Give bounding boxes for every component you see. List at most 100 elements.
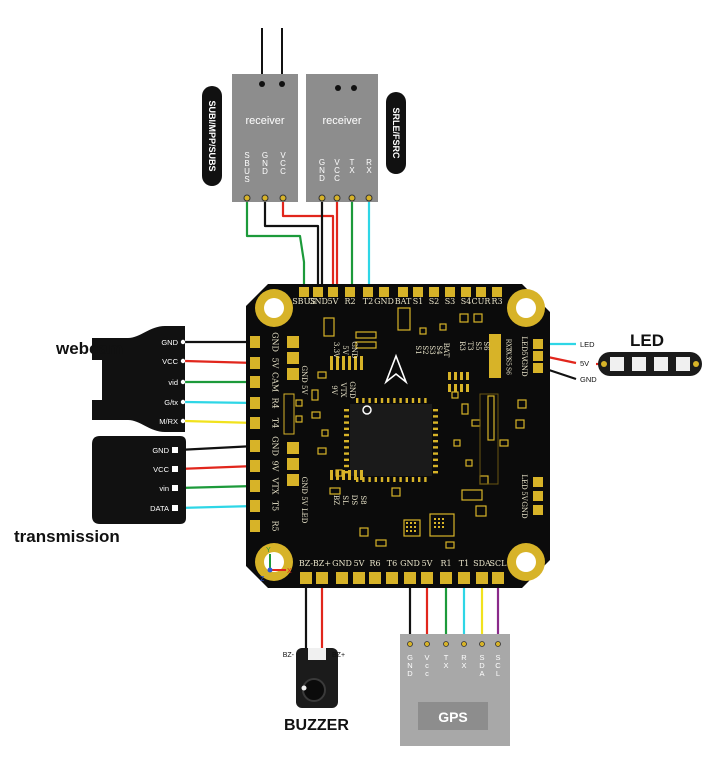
top-pad-label: BAT bbox=[395, 297, 412, 306]
smd-component bbox=[323, 317, 335, 337]
right-lower-pad bbox=[533, 491, 543, 501]
bottom-pad-label: BZ- bbox=[299, 559, 313, 568]
webcam-pin-label: GND bbox=[161, 338, 178, 347]
webcam-label: webcam bbox=[55, 339, 123, 358]
top-pad-label: S3 bbox=[445, 297, 456, 306]
qfn-dot bbox=[442, 522, 444, 524]
right-pad-label: GND bbox=[520, 359, 528, 377]
silk-label: GND bbox=[348, 381, 356, 399]
receiver-left-body bbox=[232, 74, 298, 202]
gps-pin-label-char: c bbox=[425, 669, 429, 678]
qfn-dot bbox=[434, 526, 436, 528]
right-alt-pad-label: S6 bbox=[505, 367, 512, 375]
silk-label: 9V bbox=[330, 385, 338, 395]
receiver-right-pin-label: RX bbox=[366, 158, 372, 175]
receiver-right-pin-label-char: R bbox=[366, 158, 372, 167]
right-pad bbox=[533, 339, 543, 349]
left-pad bbox=[250, 500, 260, 512]
qfn-dot bbox=[406, 530, 408, 532]
left-aux-pad bbox=[287, 474, 299, 486]
webcam-pin bbox=[180, 358, 186, 364]
gps-pin-label-char: G bbox=[407, 653, 413, 662]
left-pad bbox=[250, 440, 260, 452]
silk-label: R3 bbox=[458, 341, 466, 351]
webcam-wire bbox=[184, 400, 256, 405]
right-lower-pad-label: LED bbox=[520, 474, 528, 490]
resistor-pad bbox=[360, 356, 363, 370]
led-pin-label: 5V bbox=[580, 359, 589, 368]
bottom-pad bbox=[492, 572, 504, 584]
bottom-pad bbox=[421, 572, 433, 584]
left-aux-pad bbox=[287, 352, 299, 364]
antenna-dot bbox=[279, 81, 285, 87]
left-pad bbox=[250, 397, 260, 409]
left-pad bbox=[250, 480, 260, 492]
smd-component bbox=[391, 487, 401, 497]
smd-component bbox=[359, 527, 369, 537]
mcu-leg bbox=[433, 433, 438, 437]
transmission-pin-label: vin bbox=[159, 484, 169, 493]
silk-label: S2 bbox=[421, 345, 429, 354]
receiver-left-pin-label-char: U bbox=[244, 167, 250, 176]
webcam-pin bbox=[180, 379, 186, 385]
smd-component bbox=[499, 439, 509, 447]
gps-pin bbox=[407, 641, 413, 647]
top-pad bbox=[445, 287, 455, 297]
top-pad bbox=[398, 287, 408, 297]
resistor-pad bbox=[354, 356, 357, 370]
top-pad-label: R3 bbox=[491, 297, 502, 306]
right-alt-pad-block bbox=[489, 334, 501, 378]
mcu-leg bbox=[344, 440, 349, 443]
smd-component bbox=[473, 313, 483, 323]
top-pad bbox=[345, 287, 355, 297]
qfn-dot bbox=[406, 522, 408, 524]
top-pad-label: 5V bbox=[328, 297, 339, 306]
bottom-pad-label: 5V bbox=[422, 559, 433, 568]
gps-pin-label: RX bbox=[461, 653, 467, 670]
receiver-gnd-wire bbox=[263, 201, 320, 287]
webcam-wire bbox=[184, 359, 256, 365]
mcu-leg bbox=[380, 398, 384, 403]
smd-component bbox=[295, 415, 303, 423]
resistor-pad bbox=[330, 470, 333, 480]
mcu-leg bbox=[344, 471, 349, 474]
webcam-notch bbox=[92, 360, 102, 400]
smd-component bbox=[461, 489, 483, 501]
receiver-right-pin-label-char: D bbox=[319, 174, 325, 183]
buzzer-pin-label: BZ- bbox=[283, 652, 295, 659]
receiver-pin bbox=[318, 194, 326, 202]
right-pad-label: LED bbox=[520, 336, 528, 352]
buzzer-connector bbox=[308, 648, 326, 660]
webcam-pin-label: M/RX bbox=[159, 417, 178, 426]
receiver-pin bbox=[333, 194, 341, 202]
qfn-dot bbox=[438, 526, 440, 528]
protocol-tag-left-text: SUBI/MPP/SUBS bbox=[207, 100, 217, 171]
smd-component bbox=[459, 313, 469, 323]
bottom-pad bbox=[353, 572, 365, 584]
smd-component bbox=[517, 399, 527, 409]
mcu-leg bbox=[344, 464, 349, 468]
left-pad-label: VTX bbox=[271, 477, 280, 495]
mcu-leg bbox=[399, 477, 402, 482]
smd-component bbox=[403, 519, 421, 537]
antenna-dot bbox=[259, 81, 265, 87]
led-pin-label: GND bbox=[580, 375, 597, 384]
top-pad-label: GND bbox=[374, 297, 394, 306]
smd-component bbox=[321, 429, 329, 437]
receiver-right-pin-label: VCC bbox=[334, 158, 340, 183]
mcu-leg bbox=[387, 398, 390, 403]
axis-x-label: X bbox=[287, 568, 292, 575]
receiver-left-pin-label-char: D bbox=[262, 167, 268, 176]
mcu-leg bbox=[374, 398, 377, 403]
qfn-dot bbox=[438, 518, 440, 520]
mcu-leg bbox=[433, 409, 438, 412]
top-pad-label: SBUS bbox=[292, 297, 316, 306]
right-lower-pad-label: GND bbox=[520, 501, 528, 519]
receiver-left-pin-label-char: S bbox=[244, 175, 249, 184]
top-pad-label: GND bbox=[308, 297, 328, 306]
smd-component bbox=[439, 323, 447, 331]
